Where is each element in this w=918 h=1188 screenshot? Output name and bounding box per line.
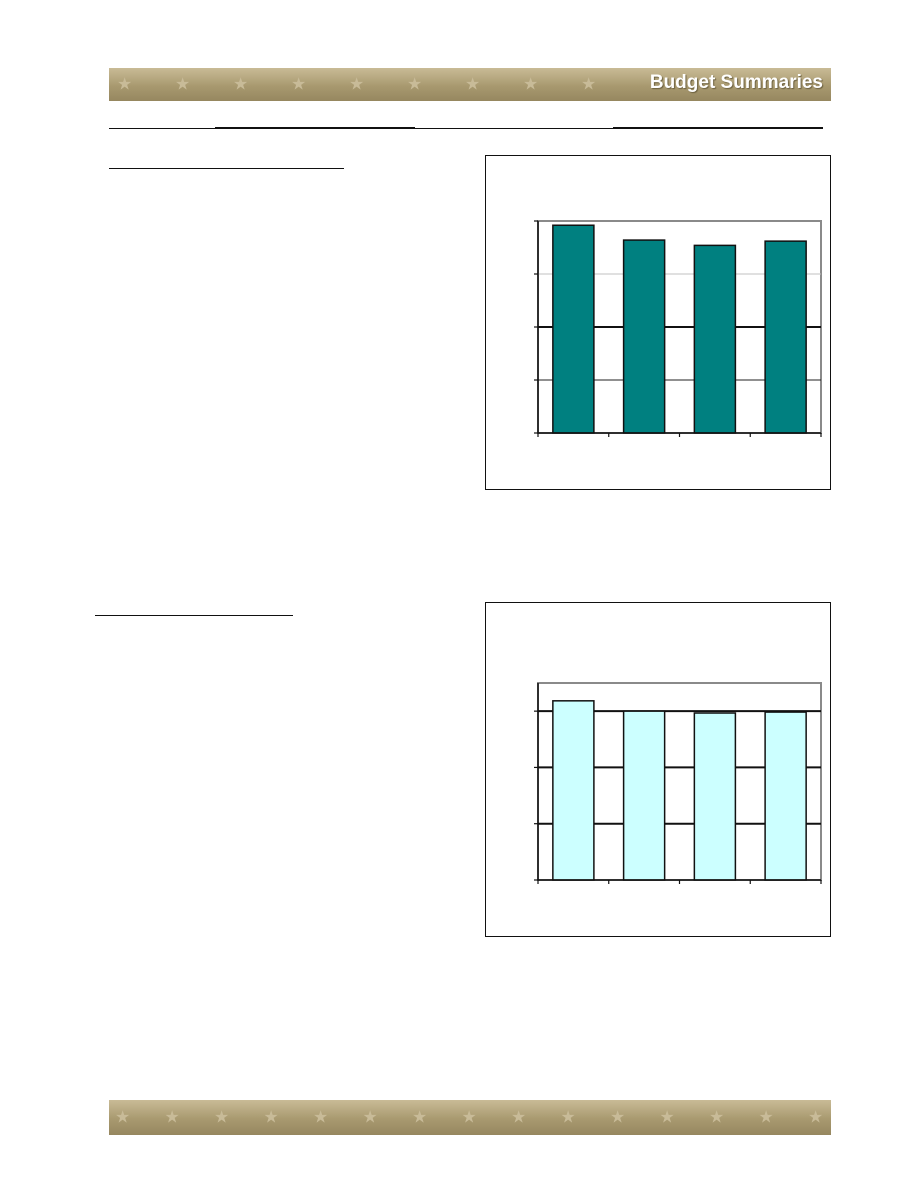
- section-heading-underline: [109, 168, 344, 169]
- chart-frame-2: [485, 602, 831, 937]
- bar: [622, 239, 666, 434]
- star-icon: ★: [758, 1107, 774, 1127]
- star-icon: ★: [349, 74, 365, 94]
- footer-banner: ★ ★ ★ ★ ★ ★ ★ ★ ★ ★ ★ ★ ★ ★ ★: [109, 1100, 831, 1135]
- header-rule-accent: [613, 127, 823, 129]
- star-icon: ★: [412, 1107, 428, 1127]
- header-rule: [109, 128, 823, 129]
- star-icon: ★: [610, 1107, 626, 1127]
- star-icon: ★: [233, 74, 249, 94]
- star-icon: ★: [523, 74, 539, 94]
- star-icon: ★: [407, 74, 423, 94]
- bar-chart-2: [534, 682, 822, 884]
- bar: [764, 240, 807, 434]
- star-icon: ★: [313, 1107, 329, 1127]
- bar-chart-1: [534, 220, 822, 437]
- star-icon: ★: [214, 1107, 230, 1127]
- star-icon: ★: [511, 1107, 527, 1127]
- section-heading-underline: [95, 615, 293, 616]
- star-icon: ★: [362, 1107, 378, 1127]
- bar: [764, 711, 807, 881]
- star-icon: ★: [164, 1107, 180, 1127]
- bar: [693, 712, 737, 881]
- star-icon: ★: [659, 1107, 675, 1127]
- star-icon: ★: [117, 74, 133, 94]
- header-rule-accent: [215, 127, 415, 129]
- chart-frame-1: [485, 155, 831, 490]
- bar: [552, 224, 595, 434]
- star-icon: ★: [461, 1107, 477, 1127]
- star-icon: ★: [175, 74, 191, 94]
- star-icon: ★: [115, 1107, 131, 1127]
- star-icon: ★: [465, 74, 481, 94]
- page-title: Budget Summaries: [649, 72, 823, 93]
- star-icon: ★: [560, 1107, 576, 1127]
- star-icon: ★: [709, 1107, 725, 1127]
- star-icon: ★: [263, 1107, 279, 1127]
- bar: [693, 244, 737, 434]
- star-icon: ★: [581, 74, 597, 94]
- star-icon: ★: [808, 1107, 824, 1127]
- header-banner: ★ ★ ★ ★ ★ ★ ★ ★ ★ Budget Summaries: [109, 68, 831, 101]
- bar: [622, 710, 666, 881]
- bar: [552, 700, 595, 881]
- star-icon: ★: [291, 74, 307, 94]
